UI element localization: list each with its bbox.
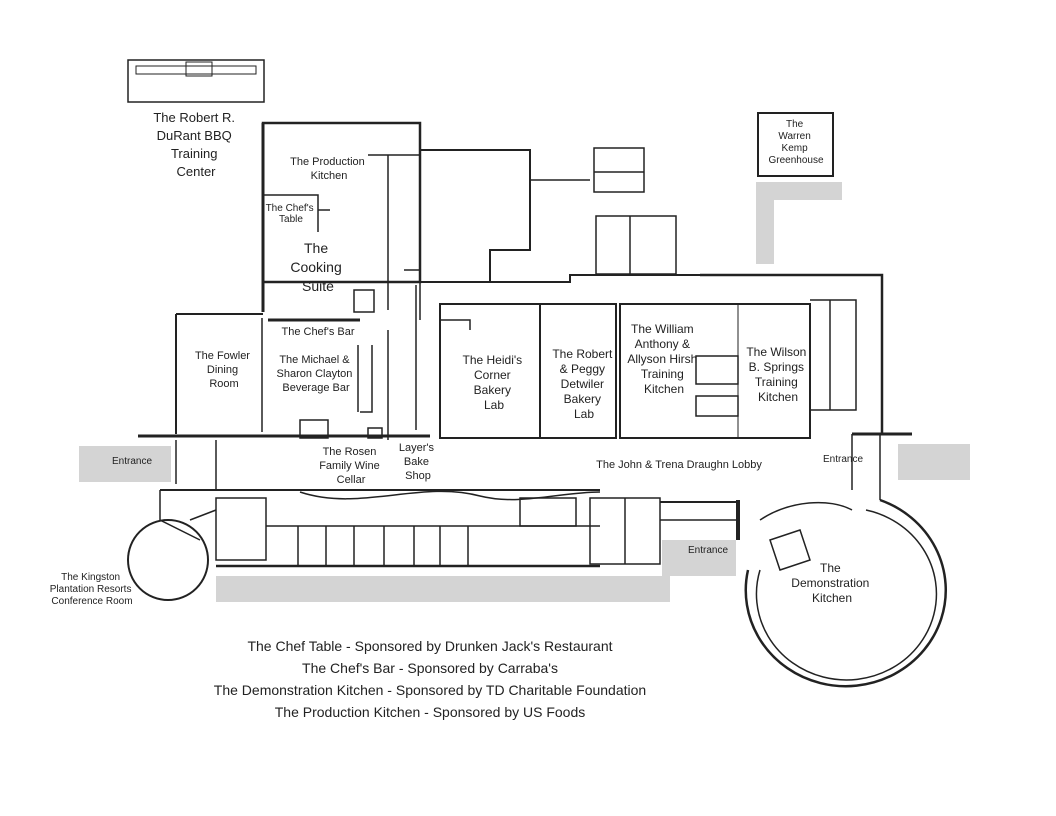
label-fowler-dining-room: The Fowler Dining Room	[195, 350, 253, 390]
label-cooking-suite: The Cooking Suite	[290, 240, 345, 294]
walkways	[79, 182, 970, 602]
demo-kitchen-wall	[744, 498, 947, 688]
greenhouse-path-side	[756, 182, 774, 264]
sponsor-chefs-bar: The Chef's Bar - Sponsored by Carraba's	[302, 660, 558, 676]
label-springs-training-kitchen: The Wilson B. Springs Training Kitchen	[746, 345, 809, 404]
entrance-east-walkway	[898, 444, 970, 480]
label-layers-bake-shop: Layer's Bake Shop	[399, 442, 437, 482]
south-walkway	[216, 576, 670, 602]
bbq-pavilion-inner	[135, 65, 257, 75]
label-kingston-conference-room: The Kingston Plantation Resorts Conferen…	[50, 572, 135, 607]
training-kitchens-wall	[619, 303, 811, 439]
label-heidis-corner-bakery-lab: The Heidi's Corner Bakery Lab	[463, 353, 526, 412]
label-production-kitchen: The Production Kitchen	[290, 156, 368, 182]
label-clayton-beverage-bar: The Michael & Sharon Clayton Beverage Ba…	[277, 354, 356, 394]
label-entrance-west: Entrance	[112, 456, 152, 467]
kingston-conference-wall	[127, 519, 209, 601]
bakery-labs-wall	[439, 303, 617, 439]
label-bbq-training-center: The Robert R. DuRant BBQ Training Center	[153, 110, 238, 179]
label-chefs-table: The Chef's Table	[266, 203, 317, 225]
sponsor-production-kitchen: The Production Kitchen - Sponsored by US…	[274, 704, 586, 720]
label-entrance-east: Entrance	[823, 454, 863, 465]
label-hirsh-training-kitchen: The William Anthony & Allyson Hirsh Trai…	[627, 322, 700, 396]
entrance-west-walkway	[79, 446, 171, 482]
label-entrance-south: Entrance	[688, 545, 728, 556]
label-demonstration-kitchen: The Demonstration Kitchen	[791, 561, 872, 605]
label-chefs-bar: The Chef's Bar	[281, 326, 354, 338]
bbq-pavilion	[127, 59, 265, 103]
room-labels: The Robert R. DuRant BBQ Training Center…	[50, 110, 872, 607]
label-rosen-wine-cellar: The Rosen Family Wine Cellar	[319, 446, 383, 486]
label-detwiler-bakery-lab: The Robert & Peggy Detwiler Bakery Lab	[552, 347, 615, 421]
south-entrance-walkway	[662, 540, 736, 576]
label-draughn-lobby: The John & Trena Draughn Lobby	[596, 459, 762, 471]
greenhouse-path-top	[756, 182, 842, 200]
bbq-smoker	[185, 61, 213, 77]
label-kemp-greenhouse: The Warren Kemp Greenhouse	[768, 119, 823, 166]
walls	[127, 59, 947, 688]
sponsor-chef-table: The Chef Table - Sponsored by Drunken Ja…	[247, 638, 613, 654]
greenhouse-wall	[757, 112, 834, 177]
sponsor-demonstration-kitchen: The Demonstration Kitchen - Sponsored by…	[213, 682, 647, 698]
